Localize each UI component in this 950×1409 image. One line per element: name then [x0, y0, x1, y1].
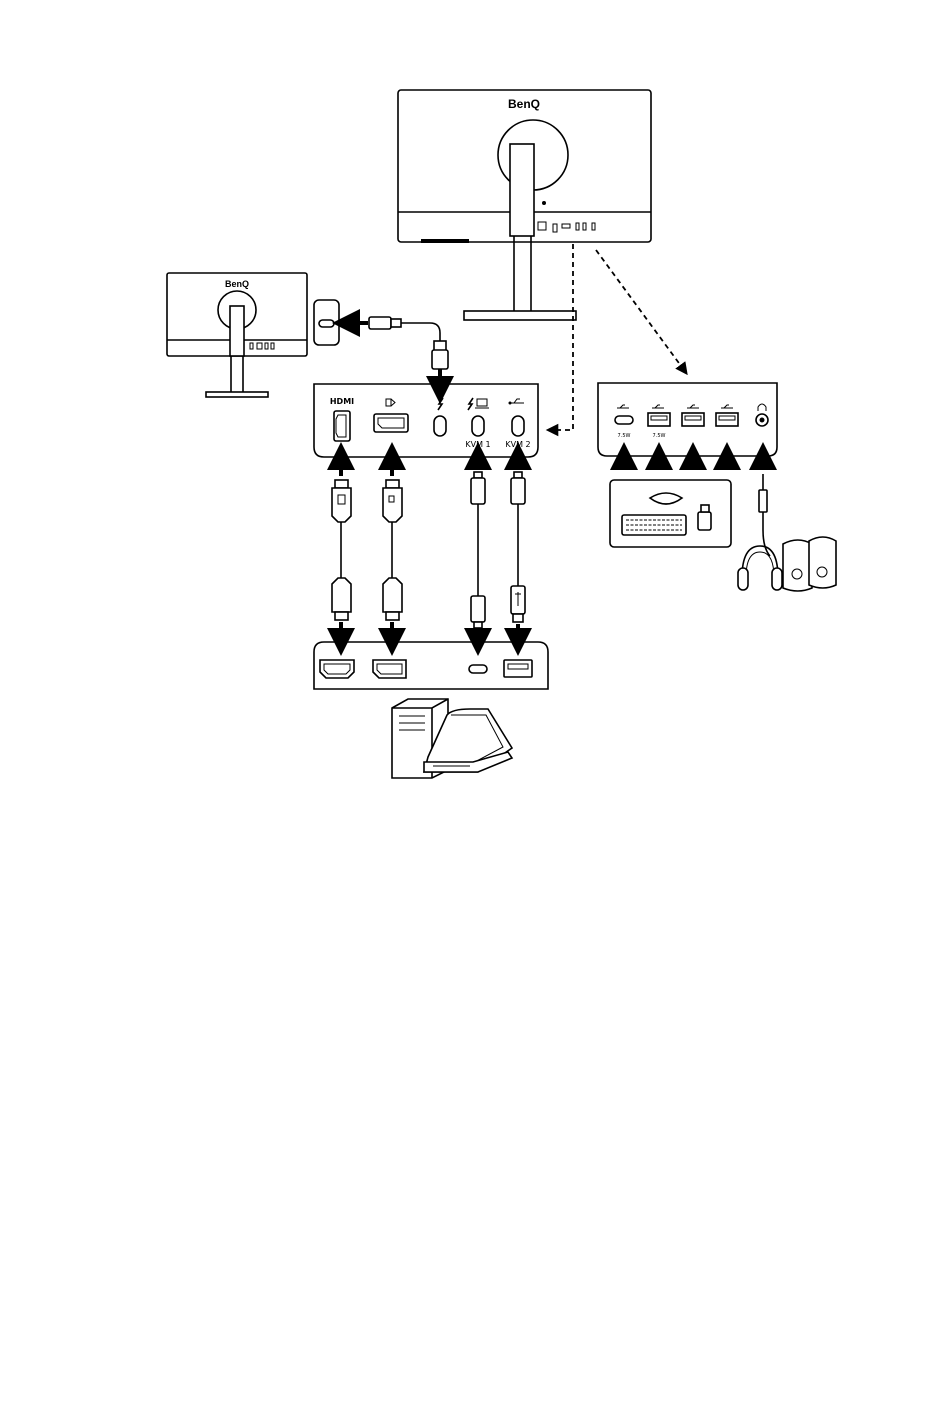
usb-drive-icon [698, 505, 711, 530]
thunderbolt-icon [468, 398, 473, 410]
hub-arrows [624, 456, 763, 470]
usb-icon [687, 405, 699, 408]
computer-hdmi-port [320, 660, 354, 678]
displayport-port [374, 399, 408, 432]
laptop-icon [475, 399, 489, 408]
hub-usba-port-3 [716, 405, 738, 426]
secondary-monitor-brand: BenQ [225, 279, 249, 289]
audio-cable [759, 474, 770, 556]
kvm2-port: KVM 2 [505, 399, 530, 449]
daisy-chain [314, 300, 448, 390]
keyboard-icon [622, 515, 686, 535]
usb-icon [652, 405, 664, 408]
thunderbolt-icon [438, 398, 443, 410]
displayport-icon [386, 399, 395, 406]
usbc-to-usba-cable [511, 456, 525, 642]
main-monitor: BenQ [398, 90, 651, 320]
monitor-input-panel: HDMI KVM 1 [314, 384, 538, 457]
headphones-icon [738, 546, 782, 590]
thunderbolt-port [434, 398, 446, 436]
usb-icon [617, 405, 629, 408]
computer-usbc-port [469, 665, 487, 673]
secondary-monitor-port-row [250, 343, 274, 349]
usb-icon [509, 399, 525, 405]
computer-port-panel [314, 642, 548, 689]
mouse-icon [650, 493, 682, 504]
hub-headphone-port [756, 404, 768, 426]
computer-laptop-illustration [392, 699, 512, 778]
hub-usba-port-2 [682, 405, 704, 426]
computer-displayport-port [373, 660, 406, 678]
headphone-icon [758, 404, 766, 411]
kvm1-port: KVM 1 [465, 398, 490, 449]
link-rear-to-hub [596, 250, 684, 370]
displayport-cable [383, 456, 402, 642]
hub-usbc-power: 7.5W [618, 433, 631, 439]
hub-usbc-port: 7.5W [615, 405, 633, 439]
hdmi-cable [332, 456, 351, 642]
main-monitor-port-row [538, 222, 595, 232]
hdmi-port: HDMI [330, 397, 354, 441]
link-rear-to-inputs [552, 244, 573, 430]
hub-usba-port-1: 7.5W [648, 405, 670, 439]
main-monitor-brand: BenQ [508, 97, 540, 111]
kvm1-label: KVM 1 [465, 440, 490, 449]
usb-peripherals [610, 480, 731, 547]
hdmi-port-label: HDMI [330, 397, 354, 406]
usb-hub-panel: 7.5W 7.5W [598, 383, 777, 456]
hub-usba-power: 7.5W [653, 433, 666, 439]
usb-icon [721, 405, 733, 408]
secondary-monitor: BenQ [167, 273, 307, 397]
speakers-icon [783, 537, 836, 591]
usbc-cable [471, 456, 485, 642]
kvm2-label: KVM 2 [505, 440, 530, 449]
